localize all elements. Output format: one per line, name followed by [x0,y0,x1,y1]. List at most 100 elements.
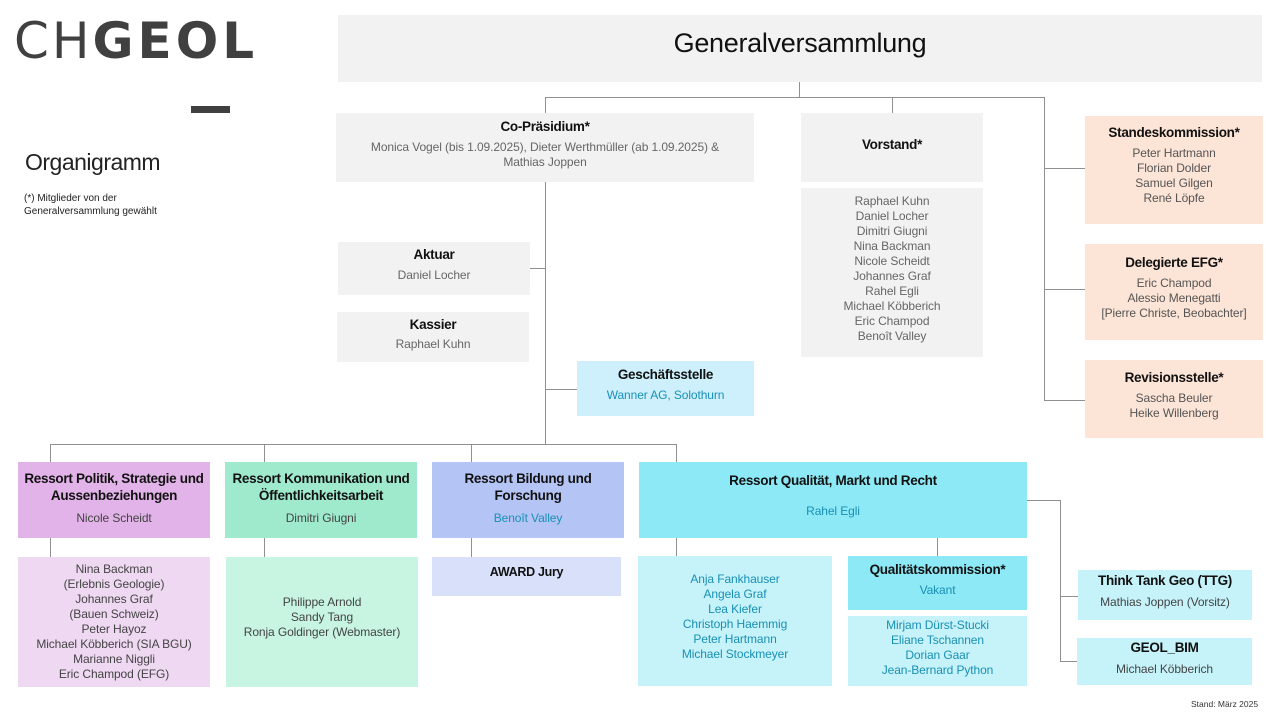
connector [545,97,1045,98]
connector [1044,289,1086,290]
kassier-name: Raphael Kuhn [395,337,471,351]
ressort-politik-member: Michael Köbberich (SIA BGU) [36,637,192,651]
ressort-politik-member: Eric Champod (EFG) [58,667,170,681]
connector [676,538,677,556]
connector [1060,661,1078,662]
vorstand-member: Raphael Kuhn [854,194,930,208]
award-jury-box: AWARD Jury [432,557,621,596]
co-praesidium-line1: Monica Vogel (bis 1.09.2025), Dieter Wer… [370,140,720,154]
aktuar-box: Aktuar Daniel Locher [338,242,530,295]
qualitaetskommission-lead: Vakant [919,583,956,597]
election-note: (*) Mitglieder von der Generalversammlun… [24,192,157,218]
geol-bim-name: Michael Köbberich [1115,662,1214,676]
standeskommission-member: Florian Dolder [1137,161,1211,175]
vorstand-member: Benoît Valley [857,329,927,343]
vorstand-member: Michael Köbberich [843,299,941,313]
think-tank-geo-name: Mathias Joppen (Vorsitz) [1100,595,1230,609]
connector [937,538,938,556]
stand-footer: Stand: März 2025 [1191,699,1259,709]
connector [471,444,472,462]
think-tank-geo-title: Think Tank Geo (TTG) [1098,573,1232,588]
connector [1044,168,1086,169]
vorstand-member: Dimitri Giugni [856,224,928,238]
revisionsstelle-box: Revisionsstelle* Sascha Beuler Heike Wil… [1085,360,1263,438]
ressort-politik-box: Ressort Politik, Strategie und Aussenbez… [18,462,210,538]
delegierte-efg-title: Delegierte EFG* [1125,255,1223,270]
vorstand-member: Nicole Scheidt [854,254,930,268]
connector [529,268,545,269]
chgeol-logo: CHGEOL [14,10,258,72]
think-tank-geo-box: Think Tank Geo (TTG) Mathias Joppen (Vor… [1078,570,1252,620]
ressort-qualitaet-member: Michael Stockmeyer [681,647,789,661]
ressort-bildung-title-line2: Forschung [494,488,562,503]
generalversammlung-title: Generalversammlung [673,28,927,58]
geol-bim-title: GEOL_BIM [1130,640,1199,655]
vorstand-members-box: Raphael Kuhn Daniel Locher Dimitri Giugn… [801,188,983,357]
ressort-politik-member: Johannes Graf [75,592,153,606]
ressort-qualitaet-members-box: Anja Fankhauser Angela Graf Lea Kiefer C… [638,556,832,686]
ressort-qualitaet-member: Anja Fankhauser [690,572,780,586]
ressort-qualitaet-member: Angela Graf [703,587,767,601]
election-note-line2: Generalversammlung gewählt [24,206,157,217]
ressort-bildung-box: Ressort Bildung und Forschung Benoît Val… [432,462,624,538]
revisionsstelle-member: Sascha Beuler [1135,391,1213,405]
ressort-kommunikation-member: Ronja Goldinger (Webmaster) [243,625,401,639]
geschaeftsstelle-name: Wanner AG, Solothurn [606,388,725,402]
ressort-politik-member: (Erlebnis Geologie) [63,577,165,591]
qualitaetskommission-member: Dorian Gaar [905,648,970,662]
connector [50,444,677,445]
standeskommission-member: Samuel Gilgen [1135,176,1213,190]
ressort-kommunikation-box: Ressort Kommunikation und Öffentlichkeit… [225,462,417,538]
qualitaetskommission-member: Jean-Bernard Python [881,663,994,677]
delegierte-efg-member: [Pierre Christe, Beobachter] [1101,306,1247,320]
ressort-politik-member: Marianne Niggli [73,652,155,666]
connector [545,181,546,444]
connector [892,97,893,114]
delegierte-efg-member: Alessio Menegatti [1127,291,1221,305]
ressort-bildung-lead: Benoît Valley [493,511,563,525]
ressort-kommunikation-title-line2: Öffentlichkeitsarbeit [258,488,384,503]
ressort-politik-title-line2: Aussenbeziehungen [50,488,178,503]
ressort-politik-lead: Nicole Scheidt [76,511,152,525]
kassier-box: Kassier Raphael Kuhn [337,312,529,362]
logo-part-ch: CH [14,12,93,70]
connector [50,538,51,557]
revisionsstelle-title: Revisionsstelle* [1124,370,1224,385]
geschaeftsstelle-box: Geschäftsstelle Wanner AG, Solothurn [577,361,754,416]
ressort-qualitaet-lead: Rahel Egli [806,504,860,518]
ressort-politik-member: Nina Backman [75,562,153,576]
connector [1060,596,1078,597]
vorstand-header-box: Vorstand* [801,113,983,182]
vorstand-title: Vorstand* [861,137,923,152]
delegierte-efg-member: Eric Champod [1136,276,1212,290]
qualitaetskommission-member: Eliane Tschannen [891,633,984,647]
vorstand-member: Johannes Graf [853,269,931,283]
connector [50,444,51,462]
co-praesidium-box: Co-Präsidium* Monica Vogel (bis 1.09.202… [336,113,754,182]
vorstand-member: Eric Champod [854,314,930,328]
connector [1044,97,1045,401]
geschaeftsstelle-title: Geschäftsstelle [617,367,714,382]
ressort-qualitaet-box: Ressort Qualität, Markt und Recht Rahel … [639,462,1027,538]
logo-bar [191,106,230,113]
qualitaetskommission-title: Qualitätskommission* [869,562,1006,577]
election-note-line1: (*) Mitglieder von der [24,193,117,204]
ressort-kommunikation-member: Sandy Tang [290,610,354,624]
connector [545,97,546,114]
ressort-kommunikation-member: Philippe Arnold [282,595,362,609]
connector [264,538,265,557]
logo-part-geol: GEOL [92,12,259,70]
aktuar-name: Daniel Locher [397,268,471,282]
standeskommission-box: Standeskommission* Peter Hartmann Floria… [1085,116,1263,224]
connector [799,82,800,98]
ressort-politik-member: (Bauen Schweiz) [69,607,159,621]
co-praesidium-title: Co-Präsidium* [500,119,590,134]
connector [1026,500,1061,501]
qualitaetskommission-member: Mirjam Dürst-Stucki [886,618,989,632]
generalversammlung-box: Generalversammlung [338,15,1262,82]
vorstand-member: Nina Backman [853,239,931,253]
standeskommission-member: Peter Hartmann [1132,146,1216,160]
aktuar-title: Aktuar [413,247,455,262]
connector [471,538,472,557]
kassier-title: Kassier [409,317,457,332]
